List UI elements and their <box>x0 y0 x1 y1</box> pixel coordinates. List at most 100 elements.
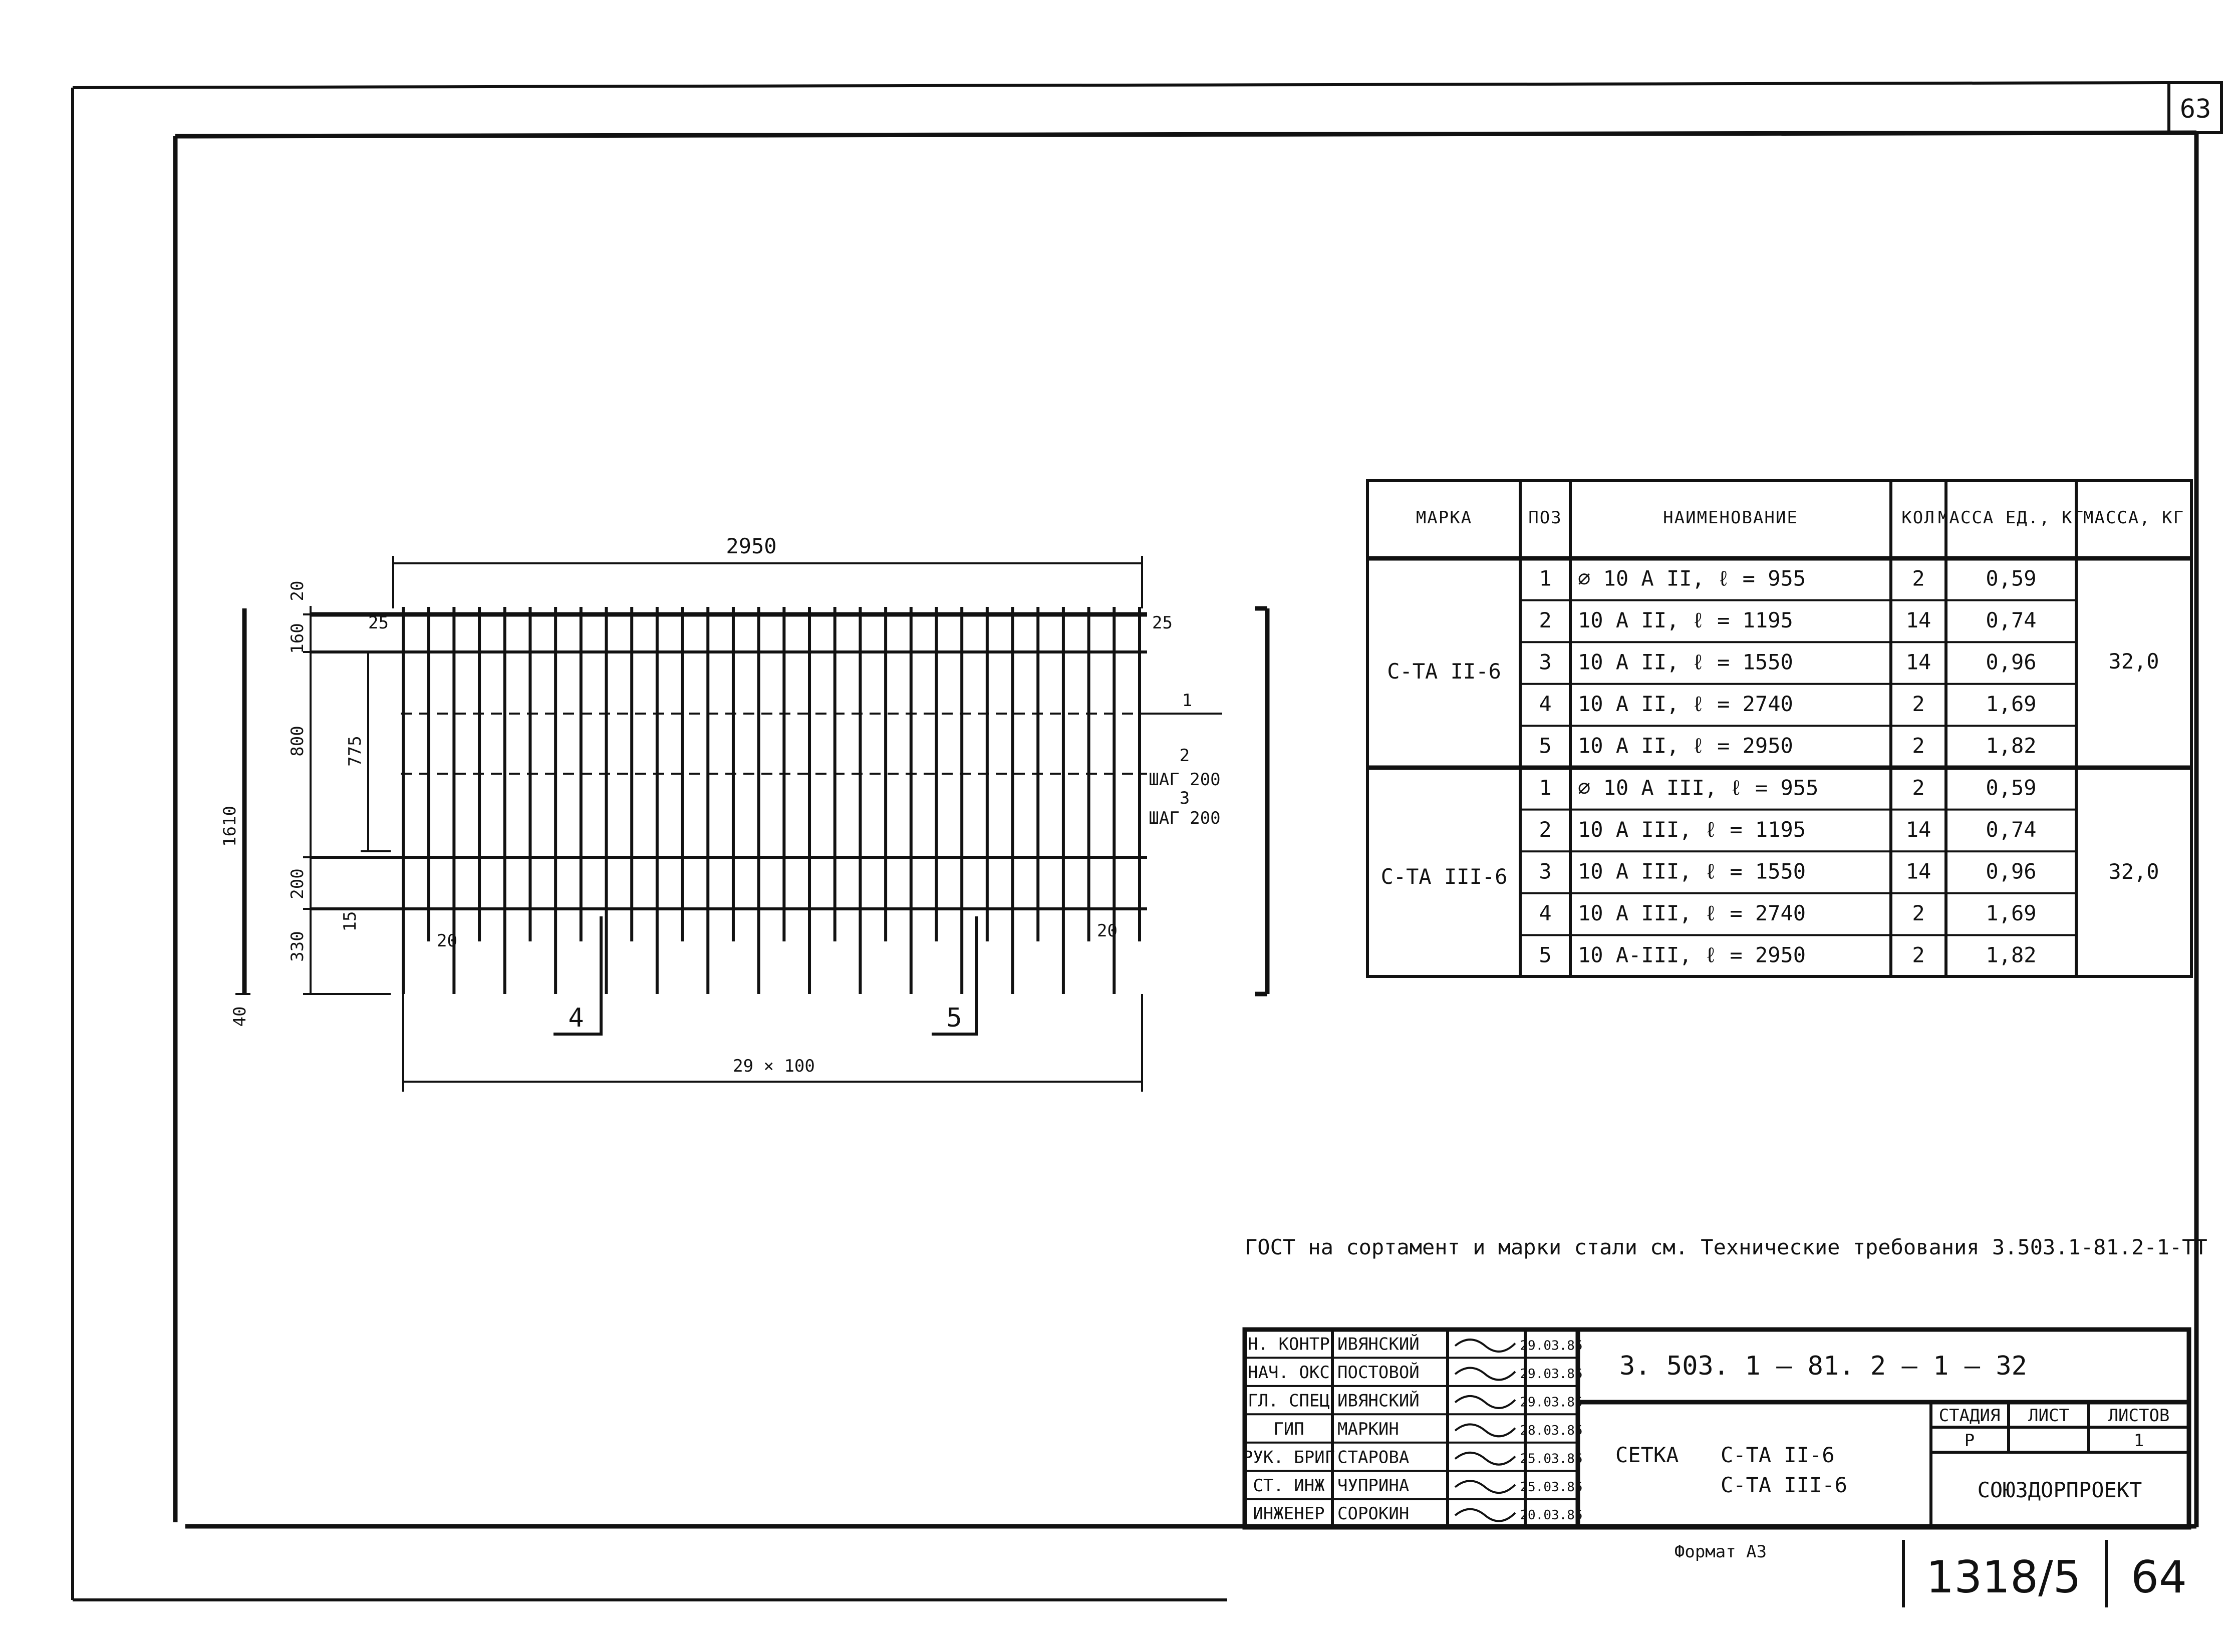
row-unit-mass: 0,59 <box>1986 775 2036 800</box>
title-line-1: С-ТА II-6 <box>1721 1443 1835 1467</box>
row-unit-mass: 0,74 <box>1986 608 2036 632</box>
signer-role: РУК. БРИГ <box>1243 1447 1335 1467</box>
row-name: 10 А III, ℓ = 1550 <box>1578 859 1806 884</box>
dim-main-span: 800 <box>288 726 308 756</box>
stage-header: СТАДИЯ <box>1939 1406 2001 1426</box>
dim-inner-span: 775 <box>345 736 365 766</box>
header-unit-mass: МАССА ЕД., КГ <box>1938 508 2084 528</box>
spec-table: МАРКА ПОЗ НАИМЕНОВАНИЕ КОЛ МАССА ЕД., КГ… <box>1366 479 2193 978</box>
row-name: ⌀ 10 А III, ℓ = 955 <box>1578 775 1818 800</box>
row-unit-mass: 0,96 <box>1986 650 2036 675</box>
signer-name: ИВЯНСКИЙ <box>1337 1390 1420 1411</box>
callout-bar-2: 2 <box>1180 746 1190 766</box>
format-label: Формат А3 <box>1675 1542 1767 1562</box>
signer-role: НАЧ. ОКС <box>1248 1363 1330 1383</box>
signer-role: Н. КОНТР <box>1248 1335 1330 1355</box>
title-line-2: С-ТА III-6 <box>1721 1473 1847 1497</box>
row-unit-mass: 0,96 <box>1986 859 2036 884</box>
sheets-value: 1 <box>2134 1431 2144 1451</box>
row-name: 10 А II, ℓ = 2740 <box>1578 692 1793 716</box>
signature-scribble <box>1454 1480 1516 1494</box>
signature-scribble <box>1454 1339 1516 1353</box>
mesh-vertical-bars <box>402 607 1141 994</box>
header-total-mass: МАССА, КГ <box>2083 508 2184 528</box>
header-mark: МАРКА <box>1416 508 1472 528</box>
signer-role: ГЛ. СПЕЦ <box>1248 1391 1330 1411</box>
spec-row-lines <box>1520 599 2076 936</box>
signature-scribble <box>1454 1451 1516 1466</box>
group-1-total: 32,0 <box>2108 649 2159 674</box>
dim-bottom-edge: 40 <box>230 1007 250 1027</box>
row-qty: 14 <box>1906 859 1931 884</box>
signature-date: 25.03.85 <box>1520 1480 1582 1495</box>
page-number: 64 <box>2131 1551 2187 1603</box>
document-code: 3. 503. 1 – 81. 2 – 1 – 32 <box>1619 1351 2027 1381</box>
row-qty: 14 <box>1906 817 1931 842</box>
signature-date: 28.03.85 <box>1520 1423 1582 1438</box>
signature-scribble <box>1454 1367 1516 1381</box>
signature-date: 25.03.85 <box>1520 1451 1582 1466</box>
sheets-header: ЛИСТОВ <box>2108 1406 2170 1426</box>
row-qty: 2 <box>1912 901 1924 925</box>
row-name: 10 А III, ℓ = 2740 <box>1578 901 1806 925</box>
header-pos: ПОЗ <box>1528 508 1562 528</box>
row-pos: 2 <box>1539 608 1551 632</box>
row-unit-mass: 0,59 <box>1986 566 2036 590</box>
dim-bottom-spacing: 29 × 100 <box>733 1056 815 1076</box>
dim-top-offset: 20 <box>288 581 308 601</box>
title-prefix: СЕТКА <box>1615 1443 1679 1467</box>
row-qty: 2 <box>1912 566 1924 590</box>
row-qty: 2 <box>1912 943 1924 967</box>
row-pos: 1 <box>1539 775 1551 800</box>
signature-scribble <box>1454 1508 1516 1522</box>
row-pos: 2 <box>1539 817 1551 842</box>
callout-bar-3-step: ШАГ 200 <box>1149 808 1220 828</box>
row-pos: 3 <box>1539 650 1551 675</box>
corner-page-box: 63 <box>2167 81 2223 134</box>
row-name: 10 А III, ℓ = 1195 <box>1578 817 1806 842</box>
header-qty: КОЛ <box>1901 508 1935 528</box>
dim-mid-band: 200 <box>288 868 308 899</box>
signer-name: ЧУПРИНА <box>1337 1476 1409 1496</box>
row-pos: 5 <box>1539 943 1551 967</box>
callout-bar-4: 4 <box>568 1003 584 1033</box>
archive-number: 1318/5 <box>1926 1551 2081 1603</box>
header-name: НАИМЕНОВАНИЕ <box>1663 508 1798 528</box>
row-unit-mass: 1,82 <box>1986 734 2036 758</box>
sheet-header: ЛИСТ <box>2028 1406 2069 1426</box>
dim-offset-bottom-right: 20 <box>1097 921 1118 941</box>
signature-date: 29.03.85 <box>1520 1367 1582 1382</box>
signature-row-lines <box>1245 1357 1578 1500</box>
group-1-mark: С-ТА II-6 <box>1387 659 1501 684</box>
signer-role: ИНЖЕНЕР <box>1253 1504 1324 1524</box>
dim-total-height: 1610 <box>220 806 240 847</box>
dim-overall-width: 2950 <box>726 534 776 558</box>
row-name: 10 А II, ℓ = 1550 <box>1578 650 1793 675</box>
steel-note: ГОСТ на сортамент и марки стали см. Техн… <box>1245 1235 2207 1259</box>
callout-bar-1: 1 <box>1182 691 1192 711</box>
mesh-drawing: 2950 1610 160 20 800 775 200 15 330 40 2 <box>220 534 1270 1092</box>
row-pos: 5 <box>1539 734 1551 758</box>
signature-date: 20.03.85 <box>1520 1508 1582 1523</box>
group-2-mark: С-ТА III-6 <box>1381 864 1508 889</box>
row-unit-mass: 0,74 <box>1986 817 2036 842</box>
organization-name: СОЮЗДОРПРОЕКТ <box>1978 1478 2142 1502</box>
dim-bottom-band: 330 <box>288 931 308 961</box>
dim-offset-top-left: 25 <box>368 613 389 633</box>
signer-name: СТАРОВА <box>1337 1447 1409 1467</box>
signer-name: ИВЯНСКИЙ <box>1337 1334 1420 1355</box>
row-name: ⌀ 10 А II, ℓ = 955 <box>1578 566 1806 590</box>
signature-scribble <box>1454 1423 1516 1438</box>
outer-frame <box>71 81 2199 1601</box>
callout-bar-5: 5 <box>946 1003 962 1033</box>
row-pos: 3 <box>1539 859 1551 884</box>
row-unit-mass: 1,69 <box>1986 692 2036 716</box>
group-2-total: 32,0 <box>2108 859 2159 884</box>
signer-name: СОРОКИН <box>1337 1504 1409 1524</box>
callout-bar-3: 3 <box>1180 788 1190 808</box>
dim-small-offset: 15 <box>340 911 360 932</box>
